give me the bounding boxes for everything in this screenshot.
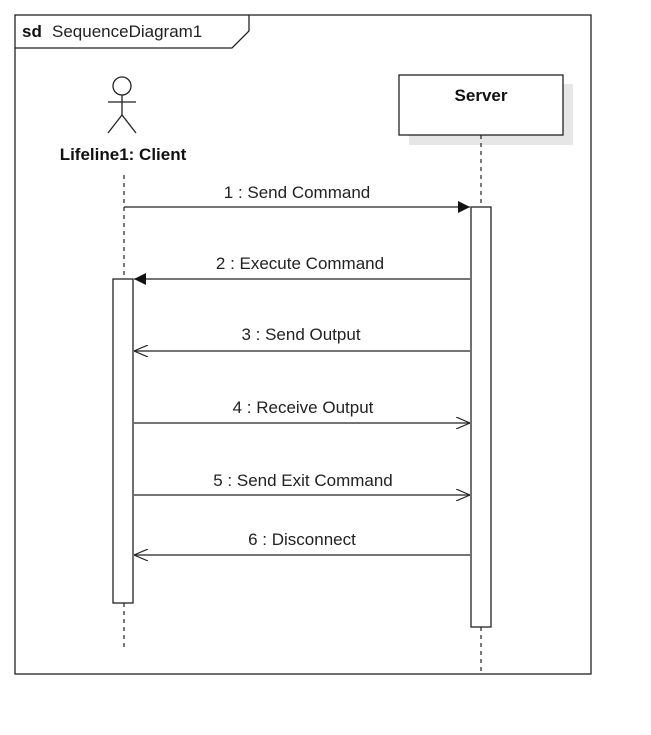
server-box bbox=[398, 74, 564, 136]
message-2-label: 2 : Execute Command bbox=[216, 254, 384, 273]
server-lifeline-label: Server bbox=[455, 86, 508, 105]
message-3-label: 3 : Send Output bbox=[241, 325, 360, 344]
frame-keyword: sd bbox=[22, 22, 42, 41]
message-4-label: 4 : Receive Output bbox=[233, 398, 374, 417]
message-5-label: 5 : Send Exit Command bbox=[213, 471, 393, 490]
frame-tab bbox=[15, 15, 250, 49]
frame-border bbox=[14, 14, 592, 675]
actor-icon bbox=[107, 76, 137, 134]
frame-name: SequenceDiagram1 bbox=[52, 22, 202, 41]
client-lifeline-label: Lifeline1: Client bbox=[60, 145, 187, 164]
message-1-label: 1 : Send Command bbox=[224, 183, 370, 202]
message-6-label: 6 : Disconnect bbox=[248, 530, 356, 549]
client-activation-bar bbox=[112, 278, 134, 604]
server-activation-bar bbox=[470, 206, 492, 628]
